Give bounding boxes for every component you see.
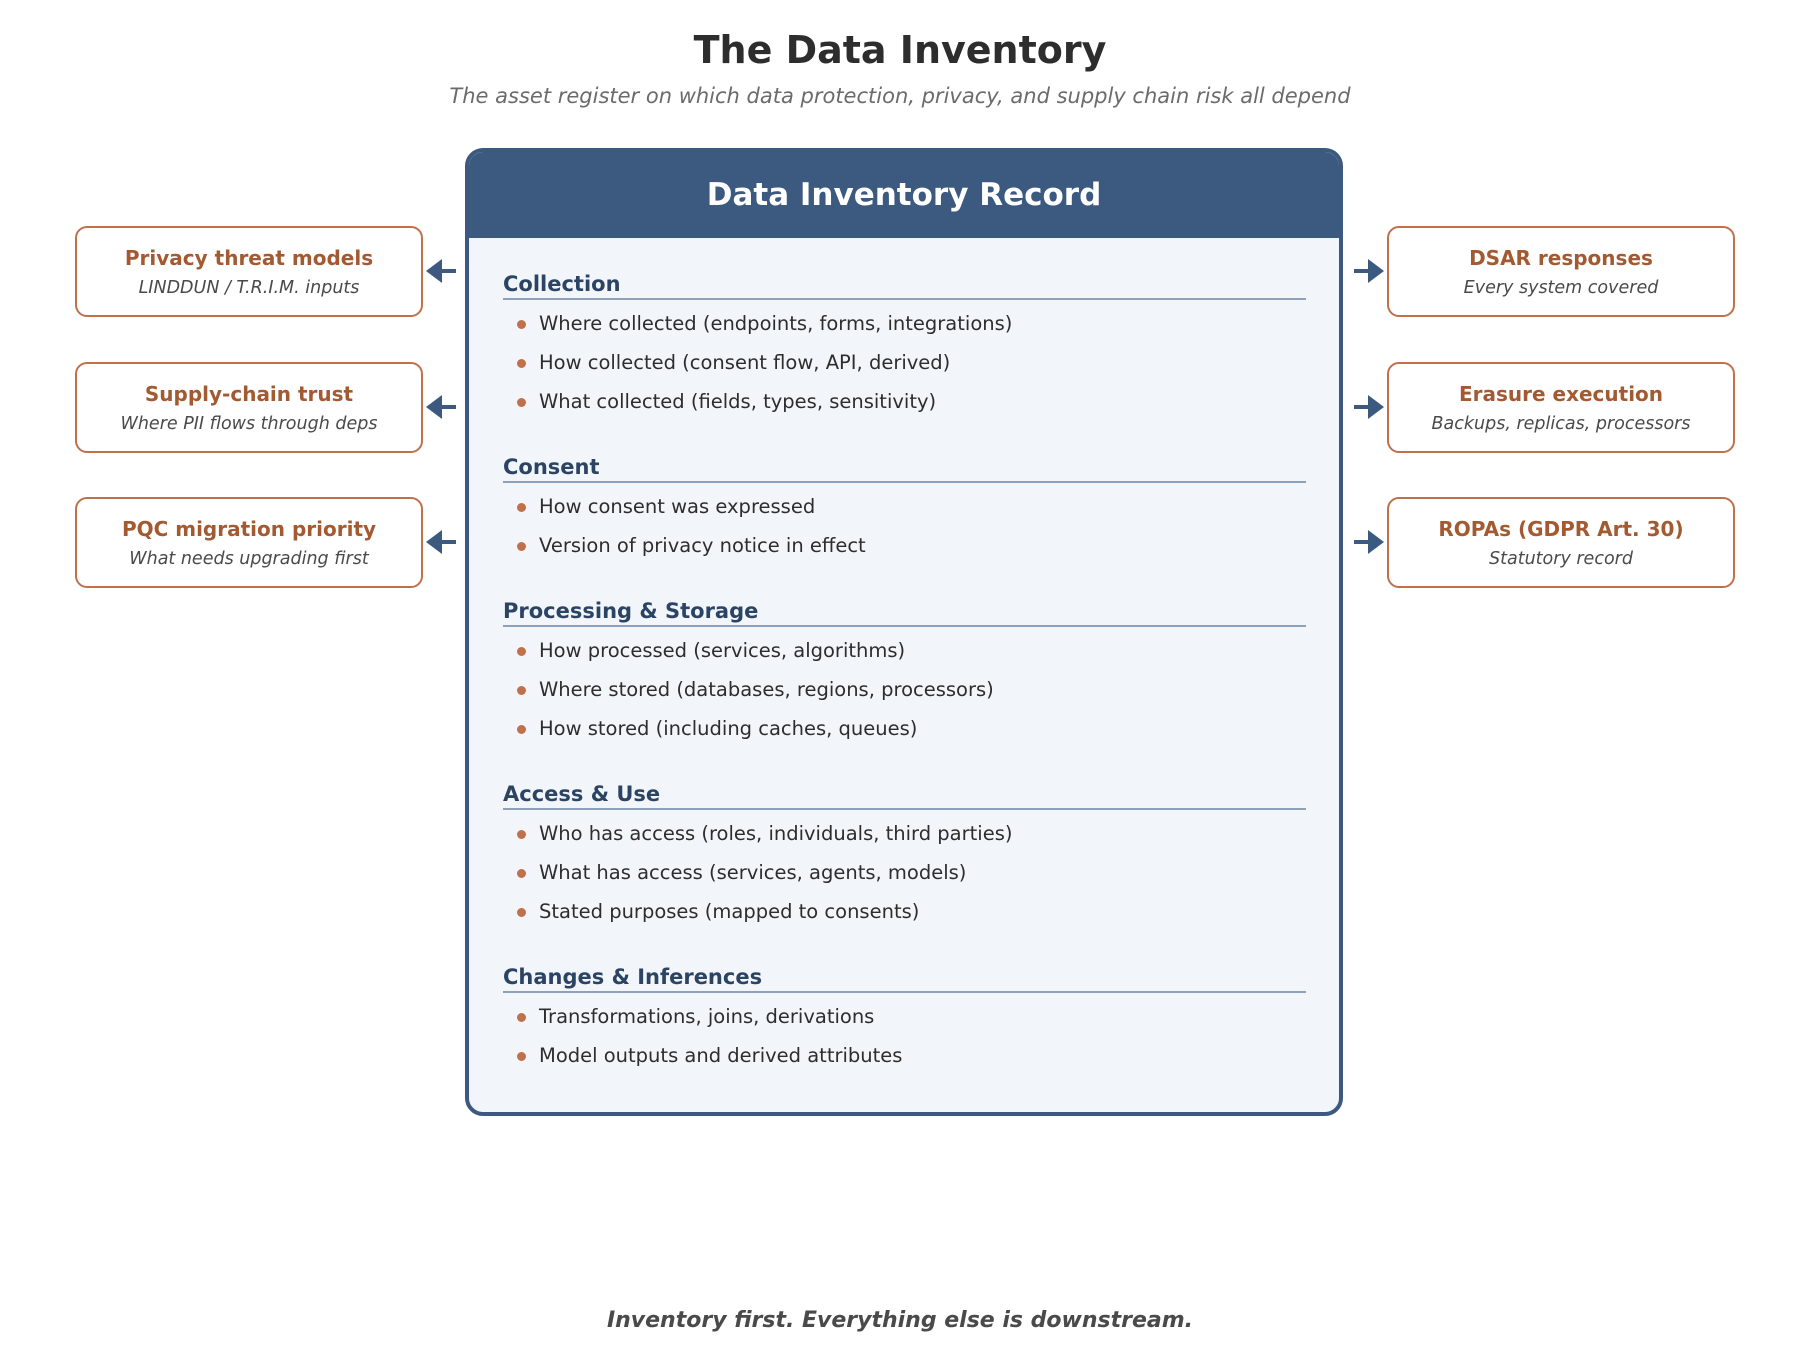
section-collection: Collection Where collected (endpoints, f…	[503, 272, 1306, 425]
card-subtitle: Where PII flows through deps	[120, 413, 378, 434]
arrow-right-icon	[1354, 259, 1384, 283]
card-subtitle: Backups, replicas, processors	[1431, 413, 1691, 434]
card-title: Erasure execution	[1458, 381, 1664, 406]
arrow-right-icon	[1354, 395, 1384, 419]
card-supply-chain-trust: Supply-chain trust Where PII flows throu…	[75, 362, 423, 453]
section-items: How consent was expressed Version of pri…	[503, 491, 1305, 569]
section-consent: Consent How consent was expressed Versio…	[503, 455, 1306, 569]
section-changes-inferences: Changes & Inferences Transformations, jo…	[503, 965, 1306, 1079]
list-item: Where collected (endpoints, forms, integ…	[503, 308, 1305, 347]
list-item: How stored (including caches, queues)	[503, 713, 1305, 752]
card-privacy-threat-models: Privacy threat models LINDDUN / T.R.I.M.…	[75, 226, 423, 317]
list-item: What has access (services, agents, model…	[503, 857, 1305, 896]
card-subtitle: What needs upgrading first	[129, 548, 369, 569]
section-title: Consent	[503, 455, 1306, 483]
card-ropas-gdpr: ROPAs (GDPR Art. 30) Statutory record	[1387, 497, 1735, 588]
section-items: How processed (services, algorithms) Whe…	[503, 635, 1305, 752]
list-item: How processed (services, algorithms)	[503, 635, 1305, 674]
record-header: Data Inventory Record	[469, 152, 1339, 238]
arrow-left-icon	[426, 395, 456, 419]
list-item: Transformations, joins, derivations	[503, 1001, 1305, 1040]
card-subtitle: Statutory record	[1489, 548, 1633, 569]
card-title: Privacy threat models	[124, 245, 374, 270]
tagline: Inventory first. Everything else is down…	[606, 1308, 1194, 1333]
section-title: Changes & Inferences	[503, 965, 1306, 993]
arrow-left-icon	[426, 259, 456, 283]
arrow-left-icon	[426, 530, 456, 554]
page-title: The Data Inventory	[693, 28, 1107, 72]
list-item: What collected (fields, types, sensitivi…	[503, 386, 1305, 425]
data-inventory-record: Data Inventory Record Collection Where c…	[465, 148, 1343, 1116]
section-title: Access & Use	[503, 782, 1306, 810]
card-pqc-migration-priority: PQC migration priority What needs upgrad…	[75, 497, 423, 588]
list-item: Who has access (roles, individuals, thir…	[503, 818, 1305, 857]
section-processing-storage: Processing & Storage How processed (serv…	[503, 599, 1306, 752]
card-dsar-responses: DSAR responses Every system covered	[1387, 226, 1735, 317]
arrow-right-icon	[1354, 530, 1384, 554]
card-title: DSAR responses	[1469, 245, 1653, 270]
section-access-use: Access & Use Who has access (roles, indi…	[503, 782, 1306, 935]
list-item: Version of privacy notice in effect	[503, 530, 1305, 569]
card-subtitle: LINDDUN / T.R.I.M. inputs	[138, 277, 360, 298]
card-title: PQC migration priority	[121, 516, 377, 541]
list-item: How consent was expressed	[503, 491, 1305, 530]
page-subtitle: The asset register on which data protect…	[449, 84, 1351, 108]
list-item: Model outputs and derived attributes	[503, 1040, 1305, 1079]
list-item: Stated purposes (mapped to consents)	[503, 896, 1305, 935]
card-title: Supply-chain trust	[144, 381, 354, 406]
card-title: ROPAs (GDPR Art. 30)	[1438, 516, 1684, 541]
section-title: Processing & Storage	[503, 599, 1306, 627]
list-item: How collected (consent flow, API, derive…	[503, 347, 1305, 386]
section-items: Where collected (endpoints, forms, integ…	[503, 308, 1305, 425]
list-item: Where stored (databases, regions, proces…	[503, 674, 1305, 713]
card-subtitle: Every system covered	[1463, 277, 1659, 298]
record-body: Collection Where collected (endpoints, f…	[469, 238, 1339, 1079]
section-items: Who has access (roles, individuals, thir…	[503, 818, 1305, 935]
card-erasure-execution: Erasure execution Backups, replicas, pro…	[1387, 362, 1735, 453]
section-title: Collection	[503, 272, 1306, 300]
section-items: Transformations, joins, derivations Mode…	[503, 1001, 1305, 1079]
